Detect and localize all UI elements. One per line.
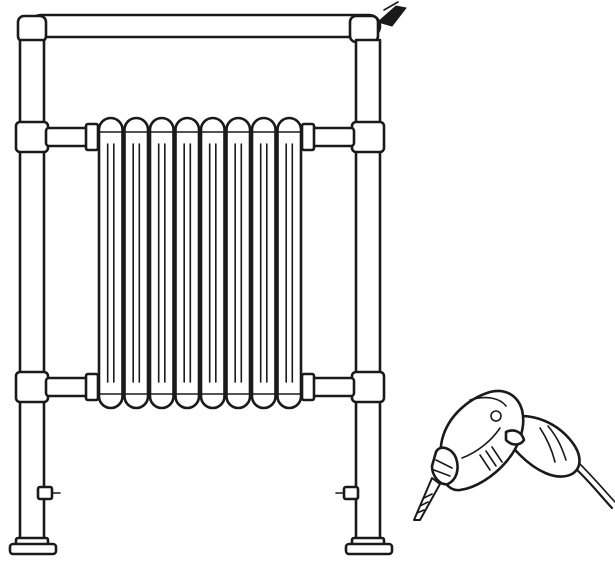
radiator-section	[123, 116, 150, 410]
drill-cord	[573, 466, 614, 510]
radiator-section	[225, 116, 252, 410]
radiator-section	[97, 116, 124, 410]
top-rail	[16, 1, 407, 44]
towel-radiator-illustration	[8, 1, 407, 556]
radiator-section	[174, 116, 201, 410]
radiator-section	[276, 116, 303, 410]
drill-trigger	[504, 429, 526, 446]
drill-chuck	[430, 446, 459, 486]
radiator-section	[250, 116, 277, 410]
right-upright-pipe	[335, 38, 394, 556]
drill-bit	[413, 477, 441, 521]
radiator-column-block	[97, 116, 303, 410]
radiator-section	[148, 116, 175, 410]
left-upright-pipe	[8, 38, 61, 556]
power-drill-illustration	[413, 389, 615, 521]
radiator-section	[199, 116, 226, 410]
